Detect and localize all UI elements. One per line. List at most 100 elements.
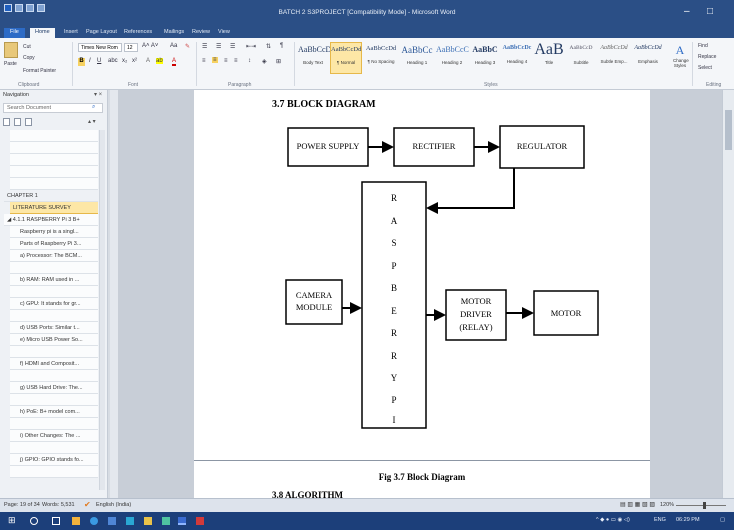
paste-icon[interactable] — [4, 42, 18, 58]
cut-button[interactable]: Cut — [23, 44, 31, 50]
page-count[interactable]: Page: 19 of 34 — [4, 502, 40, 508]
nav-heading-item[interactable]: d) USB Ports: Similar t... — [10, 322, 98, 334]
replace-button[interactable]: Replace — [698, 54, 717, 60]
nav-heading-item[interactable] — [10, 154, 98, 166]
app-icon-1[interactable] — [72, 517, 80, 525]
bold-icon[interactable]: B — [78, 58, 85, 66]
nav-heading-item[interactable]: CHAPTER 1 — [4, 190, 98, 202]
tab-home[interactable]: Home — [30, 28, 55, 38]
nav-heading-item[interactable] — [10, 442, 98, 454]
nav-scrollbar[interactable] — [99, 130, 105, 490]
nav-heading-item[interactable]: Parts of Raspberry Pi 3... — [10, 238, 98, 250]
app-icon-7[interactable] — [196, 517, 204, 525]
nav-heading-item[interactable]: j) GPIO: GPIO stands fo... — [10, 454, 98, 466]
borders-icon[interactable]: ⊞ — [276, 59, 282, 65]
tab-insert[interactable]: Insert — [64, 29, 78, 35]
shading-icon[interactable]: ◈ — [262, 59, 267, 65]
clear-format-icon[interactable]: ✎ — [185, 44, 191, 50]
nav-heading-item[interactable] — [10, 310, 98, 322]
align-center-icon[interactable]: ≡ — [212, 57, 218, 63]
nav-heading-item[interactable] — [10, 418, 98, 430]
nav-heading-item[interactable]: c) GPU: It stands for gr... — [10, 298, 98, 310]
save-icon[interactable] — [15, 4, 23, 12]
proofing-icon[interactable]: ✔ — [84, 500, 91, 509]
numbering-icon[interactable]: ☰ — [216, 44, 222, 50]
nav-heading-item[interactable]: h) PoE: B+ model com... — [10, 406, 98, 418]
bullets-icon[interactable]: ☰ — [202, 44, 208, 50]
undo-icon[interactable] — [26, 4, 34, 12]
app-icon-5[interactable] — [144, 517, 152, 525]
text-effects-icon[interactable]: A — [146, 58, 151, 64]
font-name-select[interactable]: Times New Rom — [78, 43, 122, 52]
task-view-icon[interactable] — [52, 517, 60, 525]
nav-arrows-icon[interactable]: ▴ ▾ — [88, 119, 96, 125]
justify-icon[interactable]: ≡ — [234, 58, 238, 64]
nav-heading-item[interactable] — [10, 166, 98, 178]
highlight-icon[interactable]: ab — [156, 58, 163, 64]
nav-heading-item[interactable] — [10, 466, 98, 478]
nav-heading-item[interactable] — [10, 178, 98, 190]
notification-icon[interactable]: ▢ — [720, 517, 726, 523]
start-icon[interactable]: ⊞ — [8, 515, 16, 525]
input-language[interactable]: ENG — [654, 517, 666, 523]
style-no-spacing[interactable]: AaBbCcDd¶ No Spacing — [365, 45, 397, 64]
strikethrough-icon[interactable]: abc — [108, 58, 118, 64]
change-case-icon[interactable]: Aa — [170, 43, 178, 49]
nav-heading-item[interactable] — [10, 370, 98, 382]
tab-file[interactable]: File — [4, 28, 25, 38]
headings-view-icon[interactable] — [3, 118, 10, 126]
tab-page-layout[interactable]: Page Layout — [86, 29, 117, 35]
scroll-thumb[interactable] — [725, 110, 732, 150]
align-left-icon[interactable]: ≡ — [202, 58, 206, 64]
line-spacing-icon[interactable]: ↕ — [248, 58, 251, 64]
view-buttons-icon[interactable]: ▤ ▥ ▦ ▧ ▨ — [620, 502, 656, 508]
italic-icon[interactable]: I — [89, 58, 91, 64]
nav-heading-item[interactable] — [10, 142, 98, 154]
app-icon-3[interactable] — [108, 517, 116, 525]
font-size-select[interactable]: 12 — [124, 43, 138, 52]
zoom-handle[interactable] — [703, 502, 706, 509]
copy-button[interactable]: Copy — [23, 55, 35, 61]
maximize-button[interactable]: □ — [707, 6, 714, 17]
document-scrollbar[interactable] — [722, 90, 734, 498]
subscript-icon[interactable]: x₂ — [122, 58, 128, 64]
nav-heading-item[interactable] — [10, 262, 98, 274]
zoom-level[interactable]: 120% — [660, 502, 675, 508]
underline-icon[interactable]: U — [97, 58, 102, 64]
tab-references[interactable]: References — [124, 29, 153, 35]
search-taskbar-icon[interactable] — [30, 517, 38, 525]
results-view-icon[interactable] — [25, 118, 32, 126]
nav-heading-item[interactable]: Raspberry pi is a singl... — [10, 226, 98, 238]
nav-heading-item[interactable]: e) Micro USB Power So... — [10, 334, 98, 346]
word-count[interactable]: Words: 5,531 — [42, 502, 75, 508]
pilcrow-icon[interactable]: ¶ — [280, 43, 284, 49]
search-input[interactable]: Search Document — [3, 103, 103, 113]
redo-icon[interactable] — [37, 4, 45, 12]
tray-icons[interactable]: ^ ◆ ● ▭ ◉ ◁) — [596, 517, 630, 523]
nav-heading-item[interactable]: f) HDMI and Composit... — [10, 358, 98, 370]
align-right-icon[interactable]: ≡ — [224, 58, 228, 64]
paste-label[interactable]: Paste — [4, 61, 17, 67]
sort-icon[interactable]: ⇅ — [266, 44, 272, 50]
app-icon-4[interactable] — [126, 517, 134, 525]
nav-heading-item[interactable]: a) Processor: The BCM... — [10, 250, 98, 262]
search-icon[interactable]: ⌕ — [92, 104, 96, 110]
minimize-button[interactable]: – — [684, 6, 690, 17]
nav-heading-item[interactable] — [10, 346, 98, 358]
nav-heading-item[interactable] — [10, 286, 98, 298]
font-color-icon[interactable]: A — [172, 58, 177, 66]
nav-heading-item[interactable]: i) Other Changes: The ... — [10, 430, 98, 442]
style-normal[interactable]: AaBbCcDd¶ Normal — [330, 42, 362, 74]
superscript-icon[interactable]: x² — [132, 58, 137, 64]
format-painter-button[interactable]: Format Painter — [23, 68, 57, 74]
nav-heading-item[interactable]: b) RAM: RAM used in ... — [10, 274, 98, 286]
indent-icon[interactable]: ⇤⇥ — [246, 44, 257, 50]
multilevel-list-icon[interactable]: ☰ — [230, 44, 236, 50]
nav-heading-item[interactable] — [10, 130, 98, 142]
